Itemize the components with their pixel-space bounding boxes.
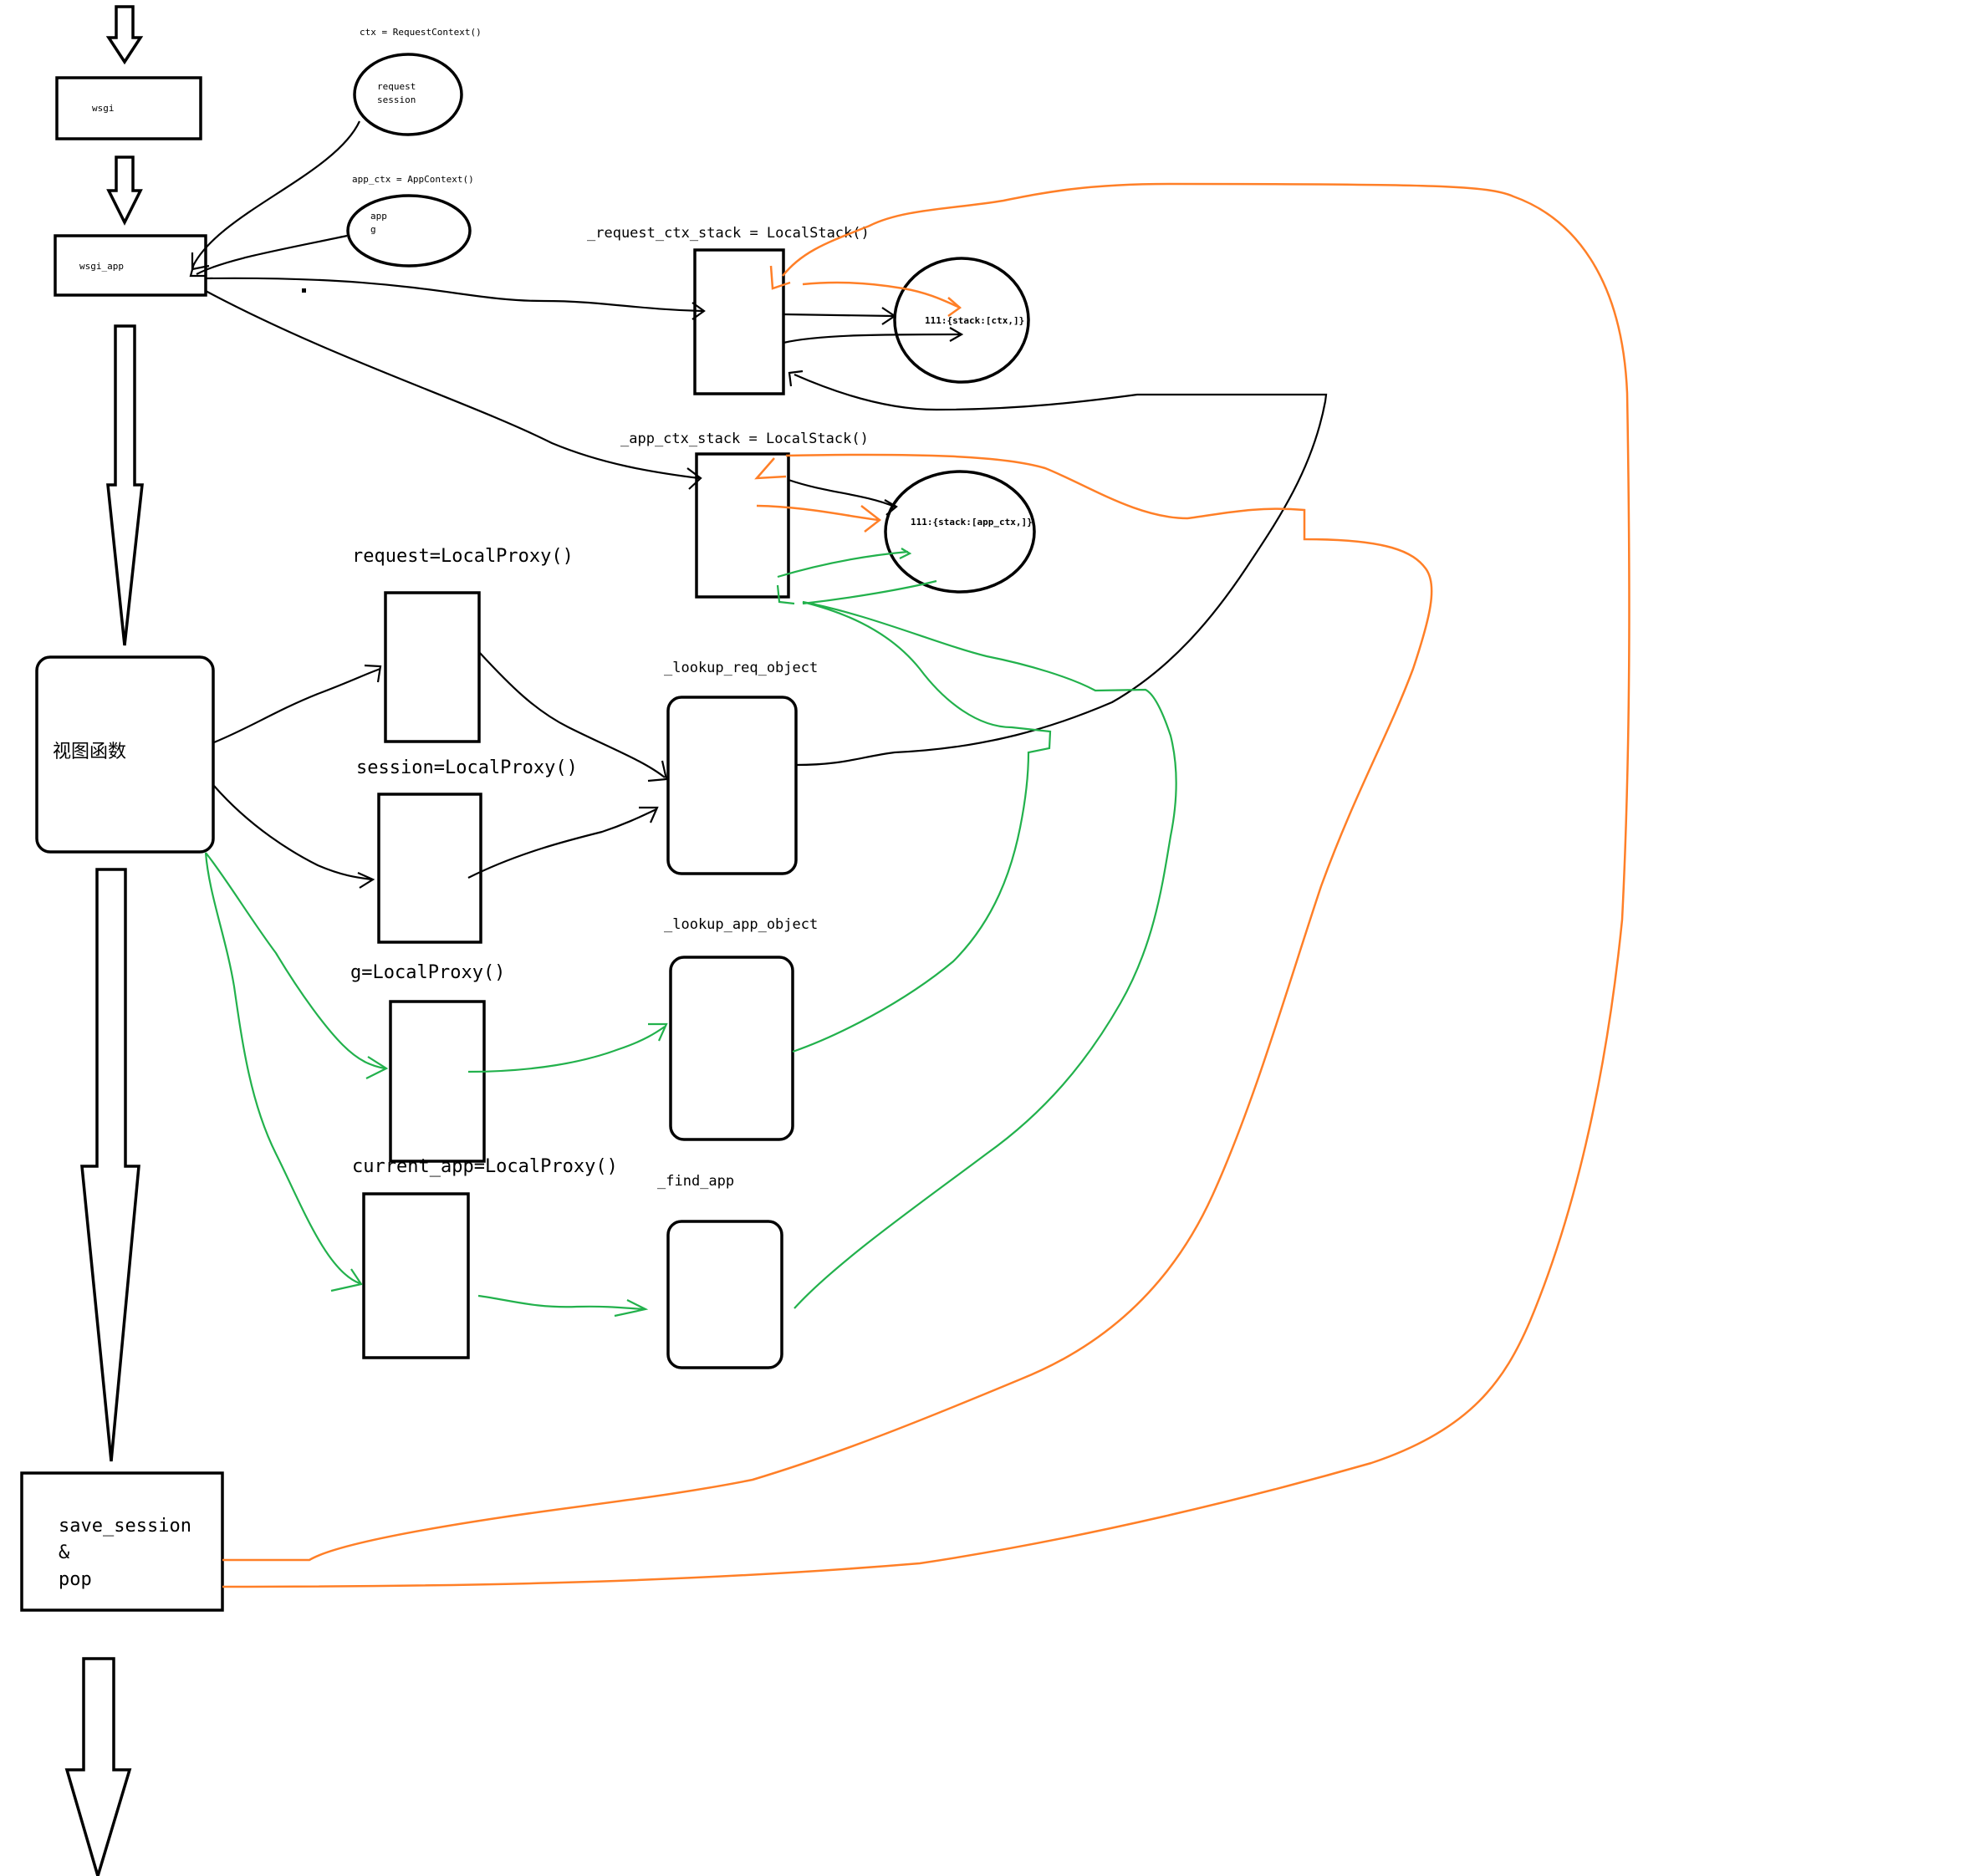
request-ctx-stack-box (693, 248, 785, 395)
request-stack-to-storage-bottom (783, 333, 961, 344)
request-proxy-box (384, 591, 481, 743)
request-proxy-to-lookup-arrowhead (647, 760, 668, 783)
view-to-request-proxy-arrowhead (364, 664, 382, 683)
flow-arrow-bottom (64, 1657, 132, 1876)
view-function-box (35, 655, 215, 854)
request-stack-storage-pop-line (802, 281, 961, 309)
lookup-req-object-label: _lookup_req_object (664, 660, 818, 676)
session-proxy-label: session=LocalProxy() (356, 757, 578, 778)
current-app-to-find-app-line (477, 1294, 645, 1311)
app-stack-to-storage-line (788, 478, 896, 508)
session-proxy-to-lookup-arrowhead (639, 806, 659, 823)
app-stack-to-storage-arrowhead (884, 499, 898, 516)
lookup-req-object-box (666, 696, 798, 875)
g-proxy-label: g=LocalProxy() (350, 962, 505, 983)
wsgi-app-to-request-stack-line (205, 277, 703, 313)
app-ctx-content-g: g (370, 224, 376, 235)
current-app-proxy-label: current_app=LocalProxy() (352, 1156, 618, 1177)
find-app-box (666, 1220, 783, 1369)
request-context-ellipse (353, 53, 463, 136)
view-to-session-proxy-line (213, 785, 373, 881)
wsgi-app-to-request-stack-arrowhead (691, 302, 706, 320)
app-stack-storage-pop-arrowhead (860, 505, 882, 533)
app-stack-storage-push-green-1 (777, 550, 909, 579)
view-to-g-proxy-line (205, 852, 385, 1070)
app-ctx-stack-label: _app_ctx_stack = LocalStack() (620, 431, 869, 447)
app-stack-storage-pop-line (756, 504, 879, 522)
wsgi-box (55, 76, 202, 140)
lookup-req-to-request-stack-line (794, 373, 1328, 767)
request-ctx-stack-label: _request_ctx_stack = LocalStack() (587, 225, 870, 242)
request-proxy-label: request=LocalProxy() (352, 546, 574, 567)
app-context-ellipse (346, 194, 472, 268)
lookup-app-object-box (669, 956, 794, 1141)
save-to-app-stack-pop-line (222, 453, 1433, 1562)
g-proxy-to-lookup-app-line (467, 1026, 666, 1073)
view-to-g-proxy-arrowhead (365, 1056, 389, 1079)
app-stack-pop-arrowhead (754, 457, 787, 480)
wsgi-app-to-app-stack-arrowhead (686, 467, 702, 490)
app-ctx-stack-box (695, 452, 790, 599)
request-stack-storage-pop-arrowhead (947, 297, 962, 318)
view-function-label: 视图函数 (53, 742, 126, 762)
lookup-app-to-app-stack-line (792, 600, 1052, 1053)
save-session-box (20, 1471, 224, 1612)
app-ctx-to-wsgi-app-arrowhead (189, 263, 206, 278)
request-ctx-storage-ellipse (893, 257, 1030, 384)
g-proxy-box (389, 1000, 486, 1163)
wsgi-label: wsgi (92, 103, 115, 114)
request-proxy-to-lookup-line (478, 651, 666, 778)
g-proxy-to-lookup-app-arrowhead (648, 1022, 668, 1042)
request-stack-pop-arrowhead (769, 265, 791, 290)
find-app-to-app-stack-line (794, 600, 1177, 1309)
request-ctx-storage-text: 111:{stack:[ctx,]} (925, 315, 1024, 326)
ctx-to-wsgi-app-line (191, 120, 360, 268)
wsgi-app-to-app-stack-line (205, 290, 700, 480)
stray-dot (302, 288, 306, 293)
flow-arrow-top (105, 5, 144, 65)
lookup-app-to-app-stack-arrowhead (776, 584, 795, 605)
current-app-to-find-app-arrowhead (614, 1299, 649, 1318)
session-proxy-to-lookup-line (467, 808, 657, 879)
ctx-content-request: request (377, 81, 416, 92)
request-stack-to-storage-top (783, 313, 894, 318)
lookup-app-object-label: _lookup_app_object (664, 916, 818, 933)
save-session-label-2: & (59, 1542, 70, 1563)
wsgi-app-box (54, 234, 207, 297)
request-stack-to-storage-bottom-arrowhead (949, 327, 964, 342)
view-to-request-proxy-line (213, 667, 381, 744)
app-ctx-expression: app_ctx = AppContext() (352, 174, 474, 185)
save-to-request-stack-pop-line (222, 182, 1630, 1588)
find-app-label: _find_app (657, 1173, 734, 1190)
app-stack-storage-arrowhead-green (899, 548, 912, 559)
lookup-req-to-request-stack-arrowhead (788, 370, 804, 387)
app-ctx-storage-ellipse (884, 470, 1036, 594)
request-stack-to-storage-top-arrowhead (881, 307, 896, 325)
save-session-label-3: pop (59, 1569, 92, 1590)
flow-arrow-to-save (80, 868, 140, 1462)
view-to-session-proxy-arrowhead (357, 871, 375, 889)
view-to-current-app-arrowhead (330, 1268, 363, 1292)
save-session-label-1: save_session (59, 1516, 191, 1537)
view-to-current-app-line (204, 852, 360, 1285)
flow-arrow-to-view (106, 324, 144, 646)
ctx-expression: ctx = RequestContext() (360, 27, 482, 38)
app-ctx-content-app: app (370, 211, 387, 222)
session-proxy-box (377, 793, 482, 944)
app-ctx-storage-text: 111:{stack:[app_ctx,]} (911, 517, 1033, 528)
wsgi-app-label: wsgi_app (79, 261, 124, 272)
ctx-content-session: session (377, 94, 416, 105)
current-app-proxy-box (362, 1192, 470, 1359)
app-ctx-to-wsgi-app-line (196, 234, 348, 275)
app-stack-storage-push-green-2 (802, 579, 937, 605)
flow-arrow-wsgi-to-app (106, 155, 143, 226)
